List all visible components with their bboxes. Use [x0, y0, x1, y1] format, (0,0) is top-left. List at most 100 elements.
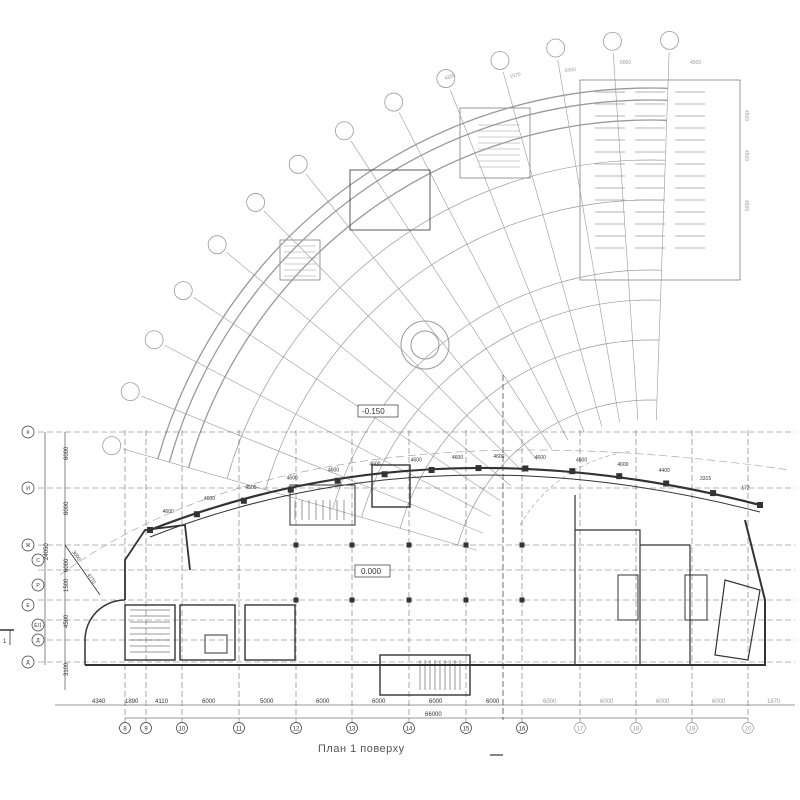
bottom-dim-label: 6000: [429, 699, 443, 705]
top-dim-label: 1570: [509, 72, 521, 80]
arc-dim-label: 4600: [535, 455, 546, 461]
diag-dim-label: 3000: [70, 550, 81, 563]
left-dim-label: 3100: [64, 662, 70, 676]
axis-bubble: [144, 330, 164, 350]
stair-block: [289, 484, 356, 526]
top-dim-label: 4500: [743, 200, 749, 211]
arc-dim-label: 4600: [493, 454, 504, 460]
axis-bubble: [288, 154, 308, 174]
curved-wall: [399, 339, 660, 529]
axis-bubble: [546, 38, 566, 58]
level-mark-ground: 0.000: [361, 567, 382, 576]
column: [710, 490, 717, 497]
top-dim-label: 4500: [690, 60, 701, 66]
axis-bubble: [176, 722, 188, 734]
column: [569, 468, 576, 475]
column: [349, 597, 355, 603]
radial-axis-line: [226, 252, 512, 487]
column: [463, 542, 469, 548]
axis-label: 16: [519, 727, 526, 733]
axis-bubble: [119, 722, 131, 734]
column: [663, 480, 670, 487]
axis-bubble: [742, 722, 754, 734]
arc-dim-label: 172: [741, 486, 750, 492]
arc-dim-label: 4600: [617, 462, 628, 468]
axis-bubble: [686, 722, 698, 734]
radial-axis-line: [449, 89, 585, 433]
column: [193, 511, 200, 518]
stair-core: [714, 579, 761, 661]
axis-bubble: [173, 281, 193, 301]
top-dim-label: 6000: [620, 60, 631, 66]
curved-wall: [187, 119, 667, 468]
curved-wall: [332, 269, 662, 510]
radial-axis-line: [123, 448, 478, 551]
elevator-shaft: [684, 574, 708, 621]
axis-label: 11: [236, 727, 243, 733]
axis-label: 17: [577, 727, 584, 733]
column: [475, 465, 482, 472]
curved-wall: [457, 399, 657, 545]
axis-label: 10: [179, 727, 186, 733]
level-box: [354, 564, 391, 578]
bottom-dim-label: 6000: [712, 699, 726, 705]
column: [519, 597, 525, 603]
toilet-core: [244, 604, 296, 661]
axis-label: 15: [463, 727, 470, 733]
axis-bubble: [21, 425, 35, 439]
axis-bubble: [31, 633, 45, 647]
left-dim-label: 4500: [64, 614, 70, 628]
radial-axis-line: [263, 210, 524, 473]
diagonal-dim-line: [64, 544, 101, 596]
curved-axis: [59, 449, 791, 576]
axis-bubble: [460, 722, 472, 734]
column: [406, 597, 412, 603]
round-feature: [410, 330, 440, 360]
curved-corner-wall: [84, 599, 126, 665]
axis-bubble: [384, 92, 404, 112]
axis-bubble: [120, 382, 140, 402]
axis-bubble: [21, 598, 35, 612]
axis-label: 12: [293, 727, 300, 733]
bottom-dim-label: 6000: [202, 699, 216, 705]
axis-bubble: [102, 436, 122, 456]
axis-bubble: [31, 618, 45, 632]
toilet-block: [349, 169, 431, 231]
level-mark-upper: -0.150: [362, 407, 385, 416]
axis-label: К: [27, 430, 30, 436]
stair-core: [124, 604, 176, 661]
axis-bubble: [490, 51, 510, 70]
radial-axis-line: [193, 296, 501, 501]
arc-dim-label: 4600: [369, 462, 380, 468]
entrance-stair: [379, 654, 471, 696]
curved-axis: [519, 451, 630, 526]
column: [428, 467, 435, 473]
arc-dim-label: 4600: [328, 468, 339, 474]
axis-bubble: [603, 31, 622, 51]
top-dim-label: 4500: [743, 150, 749, 161]
stair-block: [279, 239, 321, 281]
column: [349, 542, 355, 548]
left-dim-label: 6000: [64, 558, 70, 572]
axis-bubble: [233, 722, 245, 734]
curved-wall: [226, 159, 666, 479]
radial-axis-line: [557, 59, 620, 423]
diag-dim-label: 4770: [85, 573, 96, 586]
level-box: [357, 404, 399, 418]
axis-label: Д: [36, 638, 40, 644]
axis-bubble: [630, 722, 642, 734]
axis-bubble: [346, 722, 358, 734]
elevator-shaft: [204, 634, 228, 654]
axis-label: 14: [406, 727, 413, 733]
curved-facade-inner: [149, 474, 761, 538]
stair-block: [459, 107, 531, 179]
radial-axis-line: [398, 112, 568, 441]
column: [293, 542, 299, 548]
axis-bubble: [660, 30, 679, 50]
bottom-dim-label: 1890: [125, 699, 139, 705]
axis-bubble: [334, 121, 354, 141]
left-total-dim: 24050: [44, 543, 50, 560]
bottom-dim-label: 6000: [486, 699, 500, 705]
